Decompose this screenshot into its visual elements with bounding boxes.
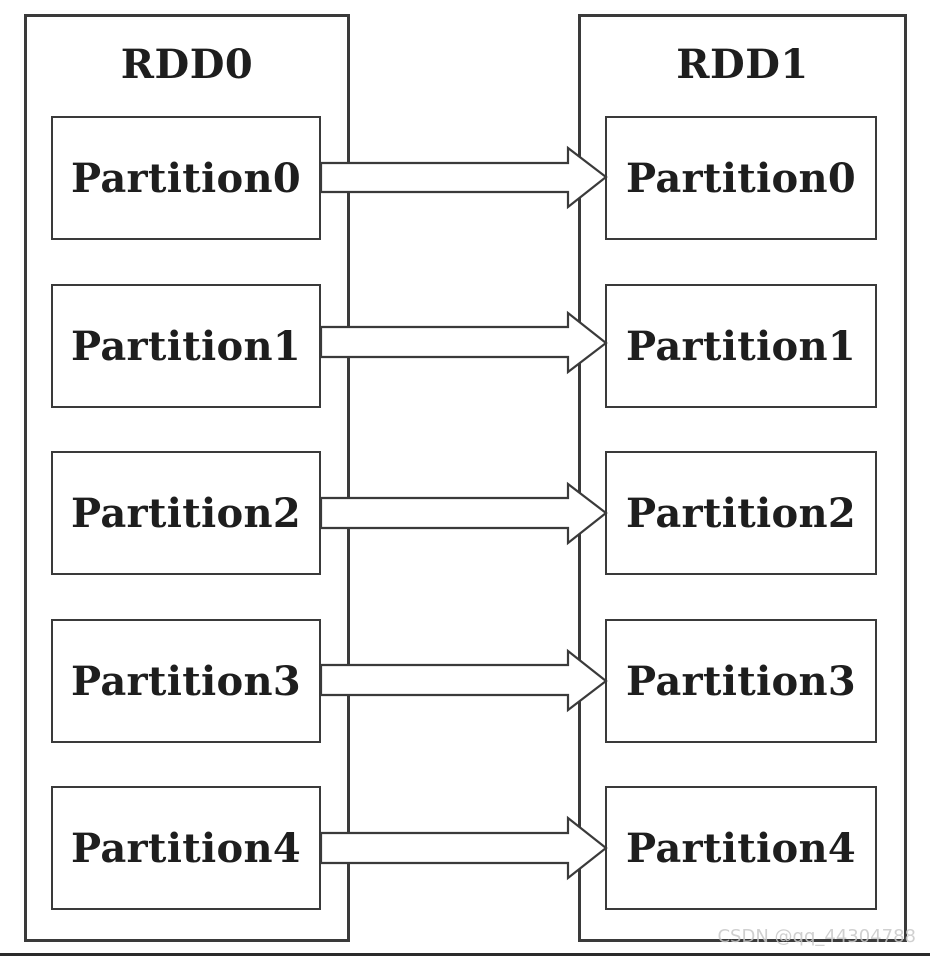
rdd-title-rdd0: RDD0 [120, 41, 254, 88]
watermark-text: CSDN @qq_44304788 [717, 926, 916, 947]
rdd0-partition4: Partition4 [51, 786, 321, 910]
rdd0-partition1: Partition1 [51, 284, 321, 408]
rdd0-partition3: Partition3 [51, 619, 321, 743]
rdd1-partition1: Partition1 [605, 284, 877, 408]
arrow-partition3 [319, 648, 608, 713]
bottom-border-line [0, 953, 930, 956]
arrow-partition4 [319, 815, 608, 881]
rdd1-partition0: Partition0 [605, 116, 877, 240]
arrow-partition1 [319, 310, 608, 375]
arrow-partition0 [319, 145, 608, 210]
rdd1-partition2: Partition2 [605, 451, 877, 575]
arrow-partition2 [319, 481, 608, 546]
rdd0-partition2: Partition2 [51, 451, 321, 575]
rdd0-partition0: Partition0 [51, 116, 321, 240]
rdd-title-rdd1: RDD1 [676, 41, 809, 88]
rdd1-partition3: Partition3 [605, 619, 877, 743]
rdd1-partition4: Partition4 [605, 786, 877, 910]
